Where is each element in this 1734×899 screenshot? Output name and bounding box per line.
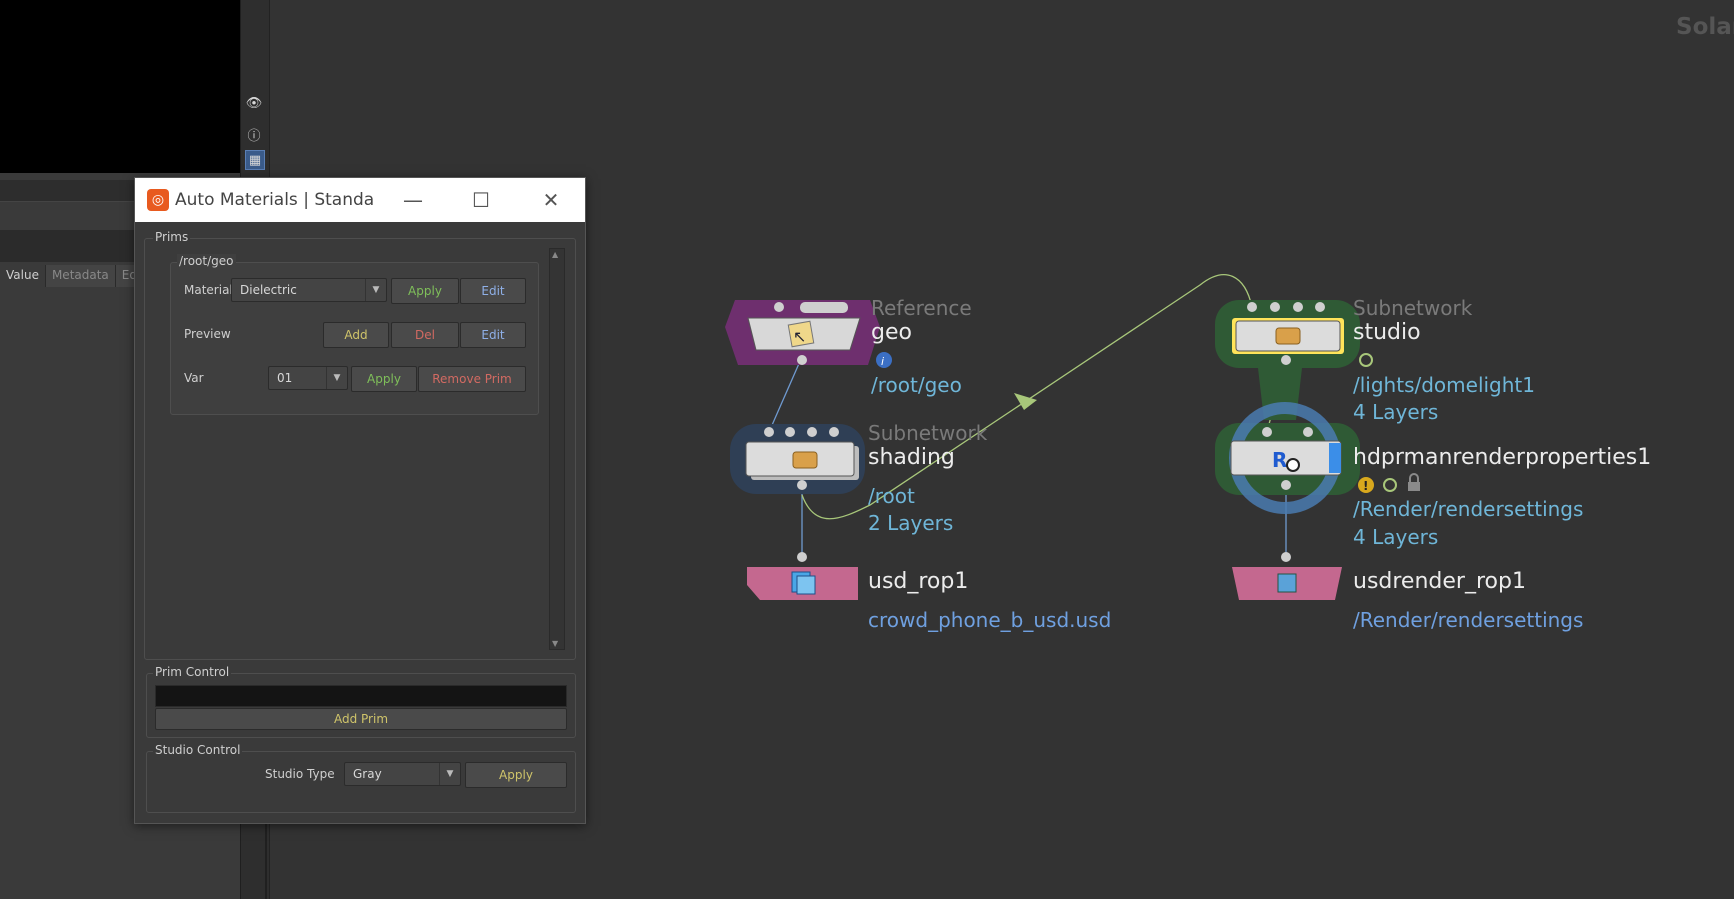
- dialog-titlebar[interactable]: ◎ Auto Materials | Standa... — ☐ ✕: [135, 178, 585, 222]
- wire-geo-shading: [768, 358, 802, 433]
- scroll-up-icon[interactable]: ▲: [552, 250, 559, 259]
- preview-del-button[interactable]: Del: [391, 322, 459, 348]
- prims-group-title: Prims: [153, 230, 191, 244]
- node-name-label: usdrender_rop1: [1353, 569, 1526, 594]
- panel-path-strip: [0, 230, 140, 262]
- tab-value[interactable]: Value: [0, 265, 46, 287]
- studio-apply-button[interactable]: Apply: [465, 762, 567, 788]
- var-label: Var: [184, 371, 204, 385]
- studio-control-group: [146, 751, 576, 813]
- prim-control-group: [146, 673, 576, 738]
- close-button[interactable]: ✕: [542, 188, 560, 212]
- node-hdprmanrenderproperties1[interactable]: R !: [1215, 368, 1420, 514]
- grid-icon[interactable]: ▦: [245, 150, 265, 170]
- clock-icon: [1359, 353, 1373, 367]
- chevron-down-icon: ▼: [365, 279, 386, 301]
- node-name-label: geo: [871, 320, 912, 345]
- info-icon: [876, 352, 892, 368]
- warning-icon: [1358, 477, 1374, 493]
- node-shading[interactable]: [730, 424, 865, 494]
- chevron-down-icon: ▼: [326, 367, 347, 389]
- minimize-button[interactable]: —: [403, 188, 423, 212]
- node-name-label: usd_rop1: [868, 569, 969, 594]
- material-edit-button[interactable]: Edit: [460, 278, 526, 304]
- prim-path-field[interactable]: [155, 685, 567, 707]
- node-path-label: /Render/rendersettings: [1353, 608, 1584, 632]
- info-icon[interactable]: ⓘ: [247, 128, 261, 144]
- svg-text:i: i: [881, 355, 884, 368]
- viewport[interactable]: [0, 0, 240, 173]
- node-usdrender-rop1[interactable]: [1232, 552, 1342, 600]
- tab-metadata[interactable]: Metadata: [45, 265, 116, 287]
- preview-add-button[interactable]: Add: [323, 322, 389, 348]
- node-type-label: Subnetwork: [868, 421, 988, 445]
- var-dropdown[interactable]: 01 ▼: [268, 366, 348, 390]
- dialog-title: Auto Materials | Standa...: [175, 190, 375, 210]
- node-layers-label: 2 Layers: [868, 511, 954, 535]
- preview-label: Preview: [184, 327, 231, 341]
- prim-control-title: Prim Control: [153, 665, 232, 679]
- add-prim-button[interactable]: Add Prim: [155, 708, 567, 730]
- root-geo-group-title: /root/geo: [177, 254, 236, 268]
- studio-type-label: Studio Type: [265, 767, 335, 781]
- svg-text:!: !: [1363, 479, 1368, 493]
- lock-icon: [1408, 482, 1420, 491]
- node-layers-label: 4 Layers: [1353, 525, 1439, 549]
- node-name-label: shading: [868, 445, 955, 470]
- houdini-logo-icon: ◎: [147, 189, 169, 211]
- node-usd-rop1[interactable]: [747, 552, 858, 600]
- node-type-label: Subnetwork: [1353, 296, 1473, 320]
- var-apply-button[interactable]: Apply: [351, 366, 417, 392]
- material-dropdown[interactable]: Dielectric ▼: [231, 278, 387, 302]
- remove-prim-button[interactable]: Remove Prim: [418, 366, 526, 392]
- node-type-label: Reference: [871, 296, 972, 320]
- node-geo[interactable]: ↖ i: [725, 300, 892, 368]
- node-path-label: /lights/domelight1: [1353, 373, 1535, 397]
- maximize-button[interactable]: ☐: [472, 188, 490, 212]
- studio-type-value: Gray: [353, 767, 382, 781]
- svg-text:↖: ↖: [793, 327, 806, 346]
- svg-text:R: R: [1272, 448, 1287, 472]
- node-path-label: /root/geo: [871, 373, 962, 397]
- node-studio[interactable]: [1215, 300, 1373, 368]
- eye-icon[interactable]: 👁: [245, 95, 263, 111]
- auto-materials-dialog: ◎ Auto Materials | Standa... — ☐ ✕ Prims…: [134, 177, 586, 824]
- material-apply-button[interactable]: Apply: [391, 278, 459, 304]
- prims-group: [144, 238, 576, 660]
- studio-type-dropdown[interactable]: Gray ▼: [344, 762, 461, 786]
- preview-edit-button[interactable]: Edit: [460, 322, 526, 348]
- node-name-label: hdprmanrenderproperties1: [1353, 445, 1652, 470]
- network-context-label: Solar: [1676, 14, 1734, 40]
- wire-shading-studio: [801, 274, 1253, 520]
- node-path-label: /root: [868, 484, 915, 508]
- wire-arrow-icon: [1014, 393, 1037, 410]
- node-file-label: crowd_phone_b_usd.usd: [868, 608, 1112, 632]
- studio-control-title: Studio Control: [153, 743, 243, 757]
- scroll-down-icon[interactable]: ▼: [552, 639, 559, 648]
- prims-scrollbar[interactable]: ▲ ▼: [549, 248, 565, 650]
- chevron-down-icon: ▼: [439, 763, 460, 785]
- node-layers-label: 4 Layers: [1353, 400, 1439, 424]
- node-path-label: /Render/rendersettings: [1353, 497, 1584, 521]
- clock-icon: [1383, 478, 1397, 492]
- node-name-label: studio: [1353, 320, 1421, 345]
- panel-header-strip: [0, 180, 140, 202]
- material-label: Material: [184, 283, 233, 297]
- var-value: 01: [277, 371, 293, 385]
- material-value: Dielectric: [240, 283, 297, 297]
